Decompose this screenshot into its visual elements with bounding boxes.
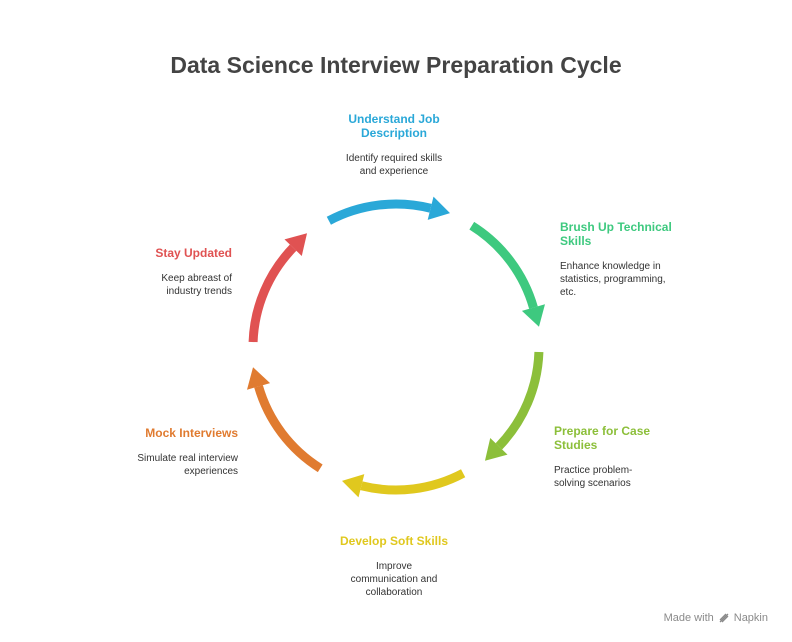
arrow-understand-job [326,199,432,225]
arrow-case-studies-head [484,438,508,461]
footer-brand: Napkin [733,612,768,624]
arrow-soft-skills-head [341,474,365,498]
arrow-soft-skills [360,469,466,495]
step-mock-interviews: Mock Interviews Simulate real interview … [118,426,238,478]
step-label: Develop Soft Skills [339,534,449,548]
step-desc: Practice problem-solving scenarios [554,465,633,489]
diagram-title: Data Science Interview Preparation Cycle [170,52,622,78]
step-stay-updated: Stay Updated Keep abreast of industry tr… [112,246,232,298]
arrow-brush-up-head [521,304,545,327]
arrow-stay-updated-head [284,233,308,256]
step-understand-job: Understand Job Description Identify requ… [324,112,464,178]
arrow-stay-updated [248,244,297,343]
step-brush-up: Brush Up Technical Skills Enhance knowle… [560,220,680,299]
step-soft-skills: Develop Soft Skills Improve communicatio… [324,534,464,599]
step-label: Prepare for Case Studies [554,424,651,452]
step-case-studies: Prepare for Case Studies Practice proble… [554,424,674,490]
step-label: Understand Job Description [348,112,440,140]
step-desc: Keep abreast of industry trends [161,273,232,297]
step-label: Stay Updated [155,246,232,260]
arrow-mock-interviews [254,385,323,473]
step-label: Mock Interviews [145,426,238,440]
step-desc: Simulate real interview experiences [137,453,238,477]
step-desc: Enhance knowledge in statistics, program… [560,261,666,298]
footer-watermark: Made with Napkin [664,612,768,624]
step-desc: Improve communication and collaboration [350,561,438,598]
arrow-case-studies [495,351,544,450]
footer-made-with: Made with [663,612,714,624]
step-label: Brush Up Technical Skills [560,220,672,248]
step-desc: Identify required skills and experience [345,153,443,177]
arrow-mock-interviews-head [247,367,271,390]
arrow-brush-up [469,221,538,309]
napkin-logo-icon [719,613,729,623]
arrow-understand-job-head [427,196,451,220]
